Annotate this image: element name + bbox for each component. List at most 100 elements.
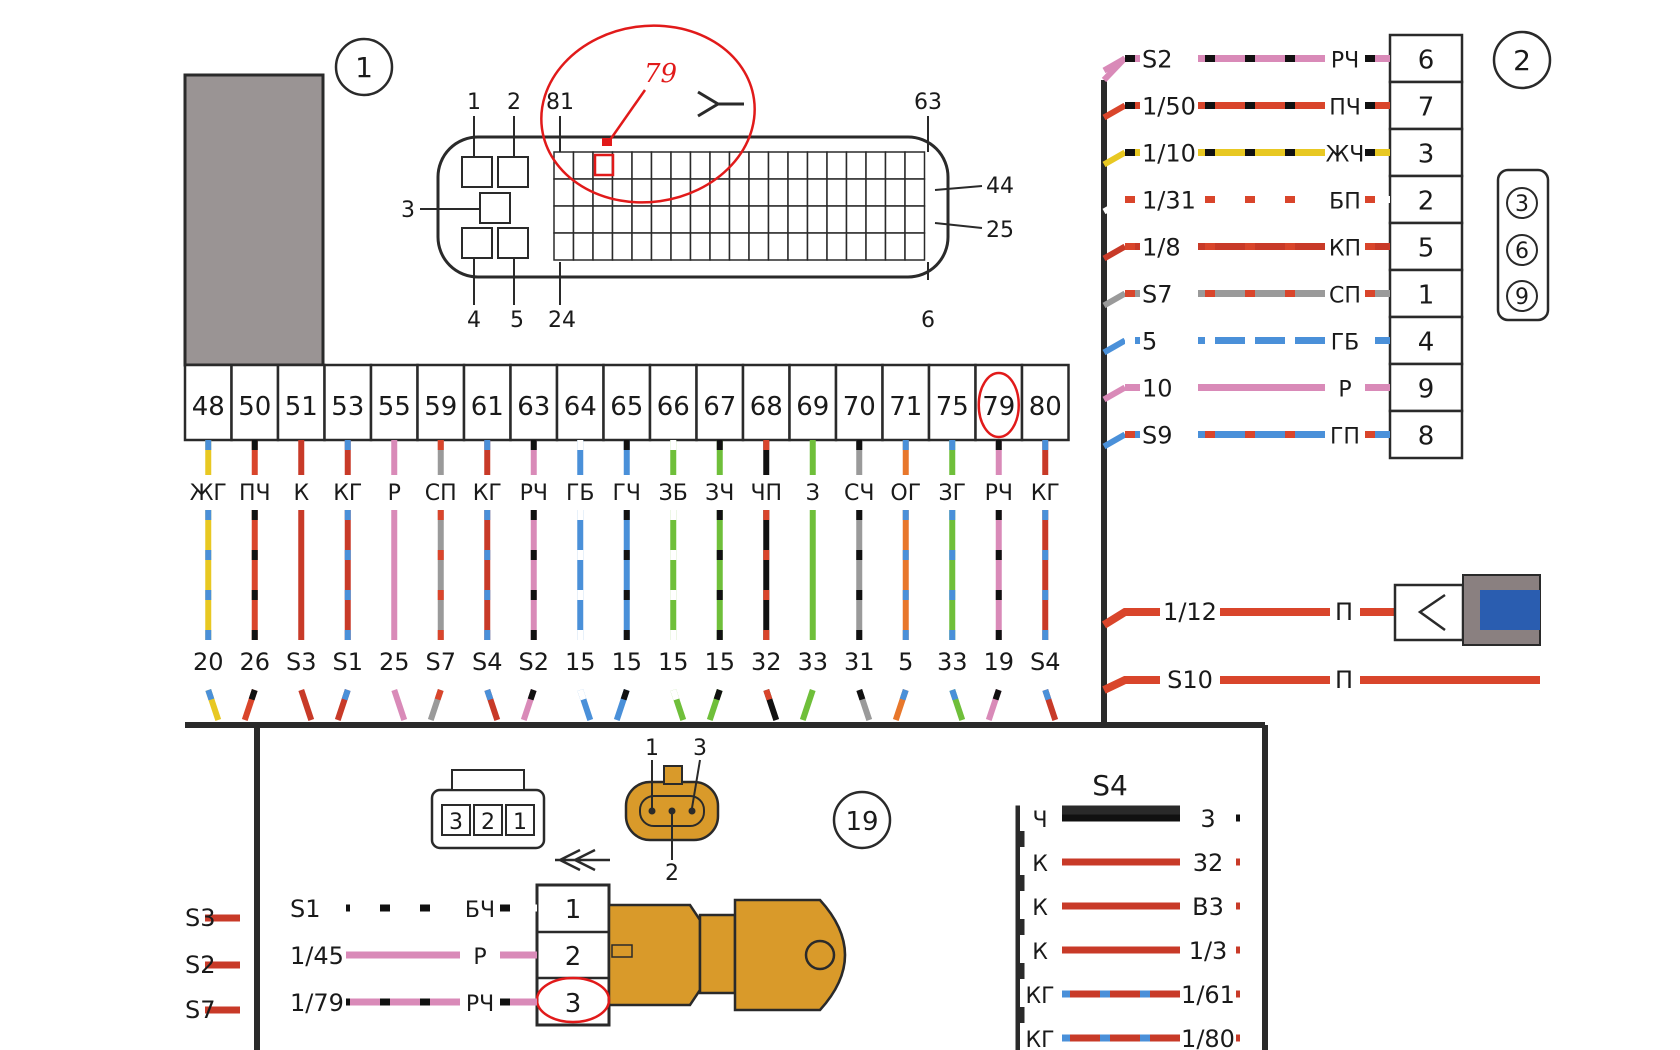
pin-cell bbox=[748, 232, 770, 261]
splice-dest-3: 1/3 bbox=[1189, 937, 1228, 965]
right-wire-code-8: ГП bbox=[1330, 425, 1360, 450]
right-wire-src-bg bbox=[1140, 184, 1198, 213]
right-wire-src-3: 1/10 bbox=[1142, 140, 1196, 168]
sensor-connector-box bbox=[535, 883, 611, 1027]
plug-pin-1: 1 bbox=[513, 810, 527, 835]
pin-cell bbox=[904, 232, 926, 261]
splice-code-bg bbox=[1020, 847, 1062, 875]
wire-s10-code: П bbox=[1335, 666, 1353, 694]
wire-bend-4 bbox=[1102, 337, 1127, 356]
pin-label-25: 25 bbox=[986, 218, 1014, 243]
annotation-note: 79 bbox=[644, 59, 677, 89]
sensor-pin-1: 1 bbox=[565, 895, 582, 925]
pin-cell bbox=[611, 205, 633, 234]
wire-pin-48-end-stripe bbox=[205, 689, 222, 721]
pin-cell bbox=[767, 232, 789, 261]
pin-cell bbox=[709, 178, 731, 207]
pin-cell bbox=[806, 151, 828, 180]
wire-code-53: КГ bbox=[333, 481, 362, 506]
pin-number-70: 70 bbox=[843, 392, 876, 422]
splice-dest-4: 1/61 bbox=[1181, 981, 1235, 1009]
sensor-wire-src-bg bbox=[288, 940, 346, 968]
wire-code-61: КГ bbox=[473, 481, 502, 506]
pin-number-51: 51 bbox=[285, 392, 318, 422]
right-wire-src-bg bbox=[1140, 419, 1198, 448]
pin-cell bbox=[670, 151, 692, 180]
wire-pin-64-end-stripe bbox=[577, 689, 594, 721]
right-wire-src-2: 1/31 bbox=[1142, 187, 1196, 215]
pin-number-79: 79 bbox=[982, 392, 1015, 422]
wire-pin-66-end-stripe bbox=[670, 689, 687, 721]
pin-cell bbox=[728, 232, 750, 261]
right-pin-number-4: 4 bbox=[1418, 328, 1435, 358]
pin-cell bbox=[865, 151, 887, 180]
right-wire-src-1: S7 bbox=[1142, 281, 1173, 309]
right-pin-number-9: 9 bbox=[1418, 375, 1435, 405]
right-wire-code-2: БП bbox=[1329, 190, 1361, 215]
sensor-wire-code-bg bbox=[460, 940, 500, 968]
pin-cell-51 bbox=[276, 363, 326, 442]
pin-cell bbox=[728, 205, 750, 234]
splice-dest-bg bbox=[1180, 847, 1236, 875]
right-pin-number-1: 1 bbox=[1418, 281, 1435, 311]
wire-bend-9 bbox=[1102, 384, 1127, 403]
sensor-pin-2: 2 bbox=[565, 942, 582, 972]
pin-label-6: 6 bbox=[921, 308, 935, 333]
right-wire-src-bg bbox=[1140, 90, 1198, 119]
wire-code-69: З bbox=[806, 481, 820, 506]
right-wire-code-bg bbox=[1325, 184, 1365, 213]
pin-cell-68 bbox=[741, 363, 791, 442]
right-wire-src-bg bbox=[1140, 278, 1198, 307]
pin-number-61: 61 bbox=[471, 392, 504, 422]
right-wire-code-bg bbox=[1325, 90, 1365, 119]
wire-code-66: ЗБ bbox=[659, 481, 688, 506]
wire-bend-1 bbox=[1102, 290, 1127, 309]
wire-pin-70-end-stripe bbox=[856, 689, 873, 721]
splice-code-0: Ч bbox=[1032, 808, 1047, 833]
wire-dest-64: 15 bbox=[565, 648, 596, 676]
wire-dest-59: S7 bbox=[425, 648, 456, 676]
pin-cell bbox=[631, 232, 653, 261]
wire-dest-68: 32 bbox=[751, 648, 782, 676]
pin-label-44: 44 bbox=[986, 174, 1014, 199]
wire-pin-55-end bbox=[391, 689, 408, 721]
pin-cell bbox=[572, 205, 594, 234]
pin-cell bbox=[826, 178, 848, 207]
pin-cell bbox=[865, 178, 887, 207]
splice-dest-1: 32 bbox=[1193, 849, 1224, 877]
pin-number-48: 48 bbox=[192, 392, 225, 422]
wire-1-12-src: 1/12 bbox=[1163, 598, 1217, 626]
splice-code-bg bbox=[1020, 1023, 1062, 1050]
wire-pin-68-end-stripe bbox=[763, 689, 780, 721]
pin-cell bbox=[748, 151, 770, 180]
socket-label-2: 2 bbox=[665, 861, 679, 886]
right-wire-code-bg bbox=[1325, 372, 1365, 401]
wire-dest-67: 15 bbox=[704, 648, 735, 676]
wire-dest-51: S3 bbox=[286, 648, 317, 676]
wire-pin-63-end-stripe bbox=[520, 689, 537, 721]
pin-cell bbox=[845, 151, 867, 180]
pin-number-50: 50 bbox=[238, 392, 271, 422]
pin-cell bbox=[670, 205, 692, 234]
socket-label-1: 1 bbox=[645, 736, 659, 761]
pin-label-81: 81 bbox=[546, 90, 574, 115]
pin-cell bbox=[748, 205, 770, 234]
wire-pin-59-end-stripe bbox=[427, 689, 444, 721]
pin-number-71: 71 bbox=[889, 392, 922, 422]
wire-pin-65-end-stripe bbox=[613, 689, 630, 721]
pin-cell bbox=[631, 151, 653, 180]
wire-pin-71-end-stripe bbox=[892, 689, 909, 721]
right-wire-src-5: 1/8 bbox=[1142, 234, 1181, 262]
sensor-wire-code-bg bbox=[460, 987, 500, 1015]
right-wire-src-4: 5 bbox=[1142, 328, 1157, 356]
sensor-wire-src-bg bbox=[288, 893, 346, 921]
pin-cell bbox=[767, 205, 789, 234]
pin-cell bbox=[689, 205, 711, 234]
pin-cell bbox=[806, 178, 828, 207]
pin-cell bbox=[806, 232, 828, 261]
splice-code-5: КГ bbox=[1025, 1028, 1054, 1050]
wire-code-71: ОГ bbox=[890, 481, 921, 506]
right-wire-src-bg bbox=[1140, 137, 1198, 166]
